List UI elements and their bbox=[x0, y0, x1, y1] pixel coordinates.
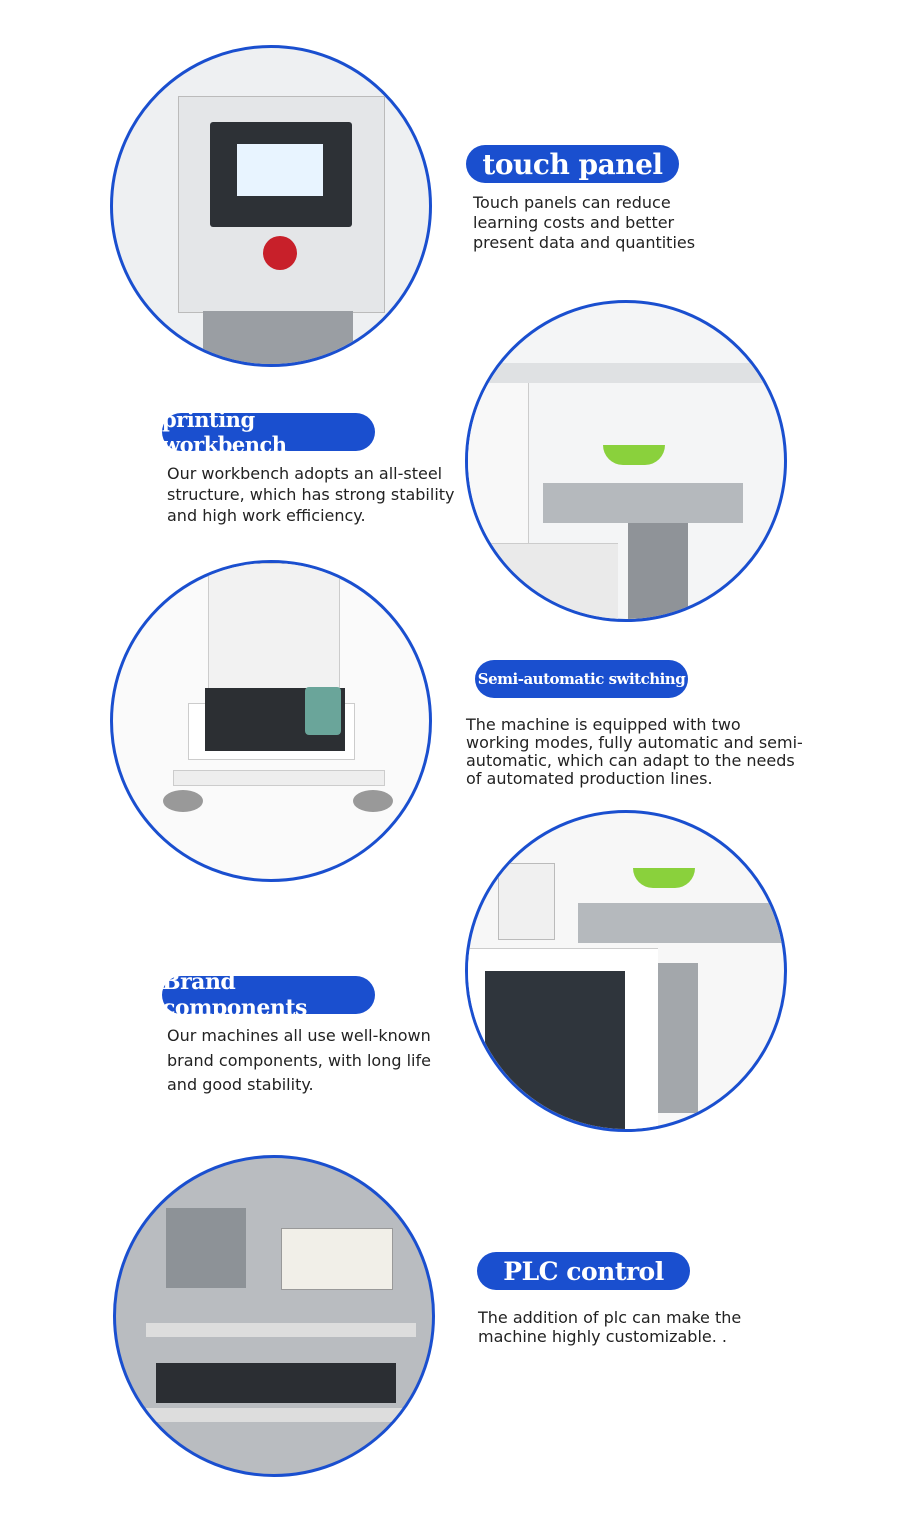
touch-panel-description: Touch panels can reduce learning costs a… bbox=[473, 193, 696, 252]
plc-control-description: The addition of plc can make the machine… bbox=[478, 1308, 742, 1346]
printing-workbench-photo bbox=[465, 300, 787, 622]
touch-panel-title: touch panel bbox=[466, 145, 679, 183]
brand-components-description: Our machines all use well-known brand co… bbox=[167, 1026, 431, 1094]
semi-automatic-photo bbox=[110, 560, 432, 882]
plc-control-title: PLC control bbox=[477, 1252, 690, 1290]
printing-workbench-title: printing workbench bbox=[162, 407, 375, 457]
brand-components-title: Brand components bbox=[162, 969, 375, 1021]
printing-workbench-description: Our workbench adopts an all-steel struct… bbox=[167, 464, 455, 525]
brand-components-photo bbox=[465, 810, 787, 1132]
semi-automatic-title: Semi-automatic switching bbox=[475, 660, 688, 698]
plc-control-photo bbox=[113, 1155, 435, 1477]
semi-automatic-description: The machine is equipped with two working… bbox=[466, 715, 803, 788]
touch-panel-photo bbox=[110, 45, 432, 367]
